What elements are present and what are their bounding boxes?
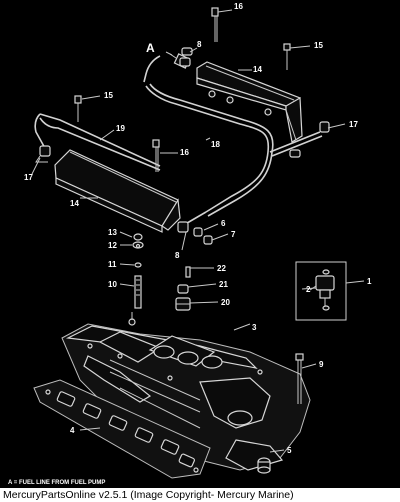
manifold-gasket [33,379,211,479]
callout-21: 21 [219,280,228,289]
callout-19: 19 [116,124,125,133]
fuel-line-19 [39,117,161,171]
callout-8-top: 8 [197,40,202,49]
intake-manifold [61,312,311,471]
plug-5 [257,457,271,474]
left-fuel-rail [54,149,181,233]
injector-detail-box [295,261,347,321]
callout-15-right: 15 [314,41,323,50]
marker-a: A [146,41,155,55]
callout-20: 20 [221,298,230,307]
callout-numbers: 16 8 15 14 15 17 19 16 18 17 14 6 7 8 13… [24,2,372,455]
callout-13: 13 [108,228,117,237]
fitting-8-top [179,47,193,67]
copyright-footer: MercuryPartsOnline v2.5.1 (Image Copyrig… [0,488,400,502]
callout-12: 12 [108,241,117,250]
callout-14-right: 14 [253,65,262,74]
callout-9: 9 [319,360,324,369]
fitting-17-left [35,145,51,163]
manifold-bolt-9 [295,353,304,404]
callout-22: 22 [217,264,226,273]
callout-17-left: 17 [24,173,33,182]
fittings-6-7-8 [177,221,213,245]
injector-stack [132,233,144,309]
callout-10: 10 [108,280,117,289]
callout-11: 11 [108,260,117,269]
callout-15-left: 15 [104,91,113,100]
callout-8-bottom: 8 [175,251,180,260]
callout-7: 7 [231,230,236,239]
callout-3: 3 [252,323,257,332]
callout-1: 1 [367,277,372,286]
callout-16-top: 16 [234,2,243,11]
callout-17-right: 17 [349,120,358,129]
legend-fuel-line: A = FUEL LINE FROM FUEL PUMP [8,480,105,486]
callout-16-mid: 16 [180,148,189,157]
fitting-17-right [289,121,330,158]
right-fuel-rail [196,61,303,143]
diagram-canvas: 16 8 15 14 15 17 19 16 18 17 14 6 7 8 13… [8,2,372,486]
leader-lines [31,9,365,453]
callout-14-left: 14 [70,199,79,208]
callout-6: 6 [221,219,226,228]
fitting-a [143,51,191,83]
callout-18: 18 [211,140,220,149]
callout-5: 5 [287,446,292,455]
callout-2: 2 [306,285,311,294]
regulator-assembly [175,266,191,311]
exploded-parts-diagram: 16 8 15 14 15 17 19 16 18 17 14 6 7 8 13… [8,2,372,486]
callout-4: 4 [70,426,75,435]
fuel-line-18 [145,85,270,213]
